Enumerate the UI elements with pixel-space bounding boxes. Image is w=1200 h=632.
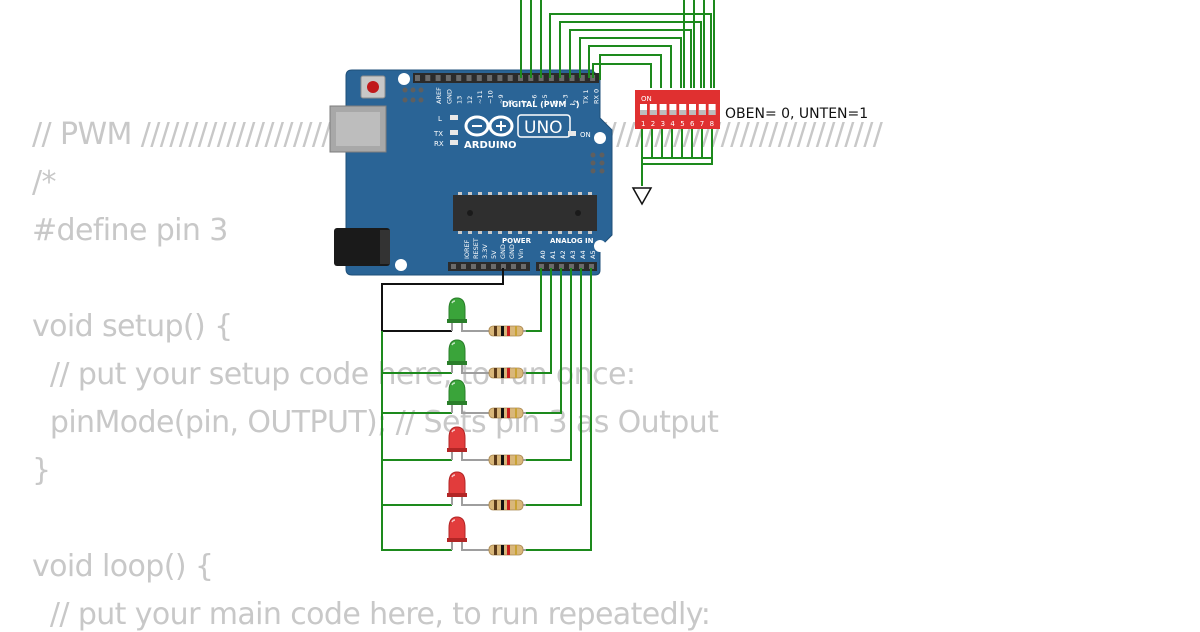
digital-pin-label: ~10 [487, 90, 495, 104]
digital-pin-label: ~5 [541, 94, 549, 104]
led-red[interactable] [447, 516, 486, 551]
board-model-box [517, 114, 571, 138]
power-pin-label: RESET [472, 238, 480, 259]
led-label-tx: TX [433, 130, 443, 138]
gnd-wire [381, 268, 504, 332]
resistor[interactable] [486, 407, 526, 419]
power-pin-label: Vin [517, 249, 525, 259]
dip-on-label: ON [641, 95, 652, 103]
power-pin-label: GND [499, 244, 507, 259]
code-line: /* [32, 165, 57, 200]
power-label: POWER [502, 237, 532, 245]
led-green[interactable] [447, 339, 486, 374]
analog-pin-label: A1 [549, 250, 557, 259]
digital-header-label: DIGITAL (PWM ~) [502, 100, 580, 109]
digital-pin-label: 8 [507, 100, 515, 104]
arduino-logo-icon [464, 115, 514, 137]
digital-pin-label: 4 [551, 100, 559, 104]
digital-pin-label: 2 [572, 100, 580, 104]
power-pin-label: GND [508, 244, 516, 259]
dip-toggle[interactable] [640, 104, 647, 115]
dip-toggle[interactable] [679, 104, 687, 115]
led-green[interactable] [447, 379, 486, 414]
power-pin-label: 3.3V [481, 244, 489, 259]
dip-number-label: 8 [710, 120, 714, 128]
code-line: void setup() { [32, 309, 233, 344]
digital-pin-label: ~11 [476, 90, 484, 104]
dip-number-label: 1 [641, 120, 645, 128]
code-line: // put your setup code here, to run once… [32, 357, 636, 392]
resistor[interactable] [486, 454, 526, 466]
dip-number-label: 3 [661, 120, 665, 128]
digital-pin-label: RX 0 [593, 89, 601, 104]
dip-toggle[interactable] [649, 104, 657, 115]
dip-toggle[interactable] [659, 104, 667, 115]
digital-pin-label: TX 1 [582, 89, 590, 105]
digital-pin-label: ~9 [497, 94, 505, 104]
digital-pin-label: ~6 [531, 94, 539, 104]
analog-pin-label: A5 [589, 250, 597, 259]
digital-pin-label: GND [445, 89, 453, 104]
resistor[interactable] [486, 499, 526, 511]
analog-pin-label: A0 [539, 250, 547, 259]
resistor[interactable] [486, 367, 526, 379]
dip-number-label: 6 [690, 120, 695, 128]
code-line: } [32, 453, 51, 488]
power-pin-label: IOREF [463, 239, 471, 259]
led-label-rx: RX [434, 140, 444, 148]
digital-pin-label: AREF [435, 87, 443, 104]
on-led-label: ON [580, 131, 591, 139]
power-header [448, 262, 530, 271]
icsp-header-right [590, 152, 605, 174]
code-line: pinMode(pin, OUTPUT); // Sets pin 3 as O… [32, 405, 719, 440]
analog-pin-label: A3 [569, 250, 577, 259]
dip-number-label: 2 [651, 120, 655, 128]
dip-toggle[interactable] [669, 104, 677, 115]
dip-toggle[interactable] [708, 104, 716, 115]
digital-header [413, 73, 599, 83]
dip-number-label: 4 [670, 120, 675, 128]
analog-label: ANALOG IN [550, 237, 594, 245]
digital-pin-label: 12 [466, 96, 474, 104]
dip-switch-annotation: OBEN= 0, UNTEN=1 [725, 106, 868, 122]
power-jack [334, 228, 390, 266]
analog-header [536, 262, 597, 271]
led-red[interactable] [447, 471, 486, 506]
dip-toggle[interactable] [698, 104, 706, 115]
digital-pin-label: 7 [520, 100, 528, 104]
icsp-header-top [402, 87, 424, 103]
code-line: #define pin 3 [32, 213, 228, 248]
power-pin-label: 5V [490, 250, 498, 259]
led-green[interactable] [447, 297, 486, 332]
dip-toggle[interactable] [689, 104, 696, 115]
code-line: // put your main code here, to run repea… [32, 597, 711, 632]
analog-wires [526, 268, 592, 551]
code-line: void loop() { [32, 549, 214, 584]
digital-pin-label: ~3 [562, 94, 570, 104]
dip-wires [520, 0, 715, 186]
resistor[interactable] [486, 544, 526, 556]
led-common-wires [381, 331, 452, 551]
analog-pin-label: A4 [579, 250, 587, 259]
led-red[interactable] [447, 426, 486, 461]
dip-number-label: 7 [700, 120, 704, 128]
led-label-l: L [438, 115, 442, 123]
ground-icon [631, 187, 653, 206]
digital-pin-label: 13 [456, 96, 464, 104]
board-model: UNO [524, 118, 563, 138]
resistor[interactable] [486, 325, 526, 337]
board-brand: ARDUINO [464, 140, 516, 151]
dip-number-label: 5 [680, 120, 684, 128]
analog-pin-label: A2 [559, 250, 567, 259]
atmega-chip [453, 195, 597, 231]
